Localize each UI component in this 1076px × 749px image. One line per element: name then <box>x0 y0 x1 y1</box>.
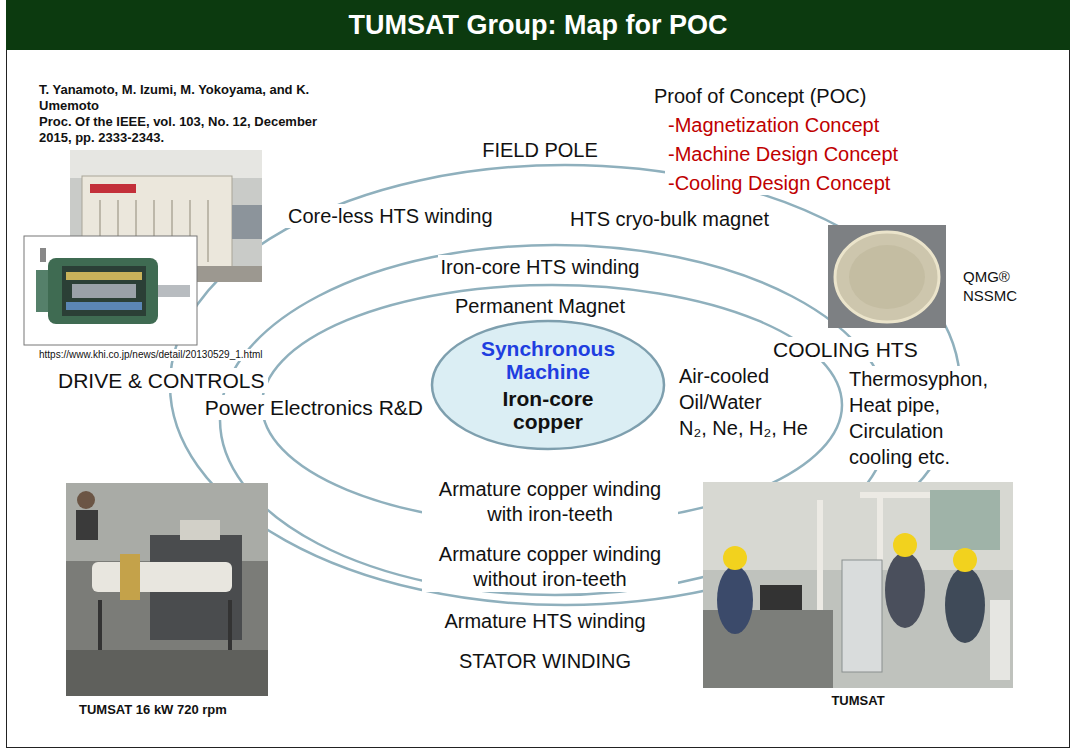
ring-heading: STATOR WINDING <box>456 649 634 673</box>
coupling <box>120 554 140 600</box>
helmet <box>723 546 747 570</box>
photo-floor <box>66 650 268 696</box>
ring-heading: DRIVE & CONTROLS <box>55 368 268 393</box>
reference-authors: T. Yanamoto, M. Izumi, M. Yokoyama, and … <box>36 82 334 114</box>
cooling-label: Thermosyphon, Heat pipe, Circulation coo… <box>846 366 1002 470</box>
cabinet <box>990 600 1010 680</box>
node-heading: Synchronous Machine <box>478 337 618 383</box>
cooling-label: N₂, Ne, H₂, He <box>676 416 811 440</box>
ring-label: Armature copper winding with iron-teeth <box>422 477 678 527</box>
table-legs <box>100 600 230 650</box>
person-body <box>76 510 98 540</box>
ellipse-shape <box>432 321 664 449</box>
shaft-cylinder <box>92 562 232 592</box>
ring-heading: FIELD POLE <box>479 138 601 162</box>
photo-wall <box>70 150 262 178</box>
title-bar: TUMSAT Group: Map for POC <box>6 0 1070 50</box>
motor-cutaway <box>24 236 197 345</box>
poc-item: -Magnetization Concept <box>665 113 882 137</box>
bulk-magnet-photo <box>828 225 946 328</box>
reference-source: Proc. Of the IEEE, vol. 103, No. 12, Dec… <box>36 114 334 146</box>
motor-body <box>48 258 158 324</box>
person-head <box>77 491 95 509</box>
sensor-box <box>180 520 220 540</box>
ring-label: HTS cryo-bulk magnet <box>567 207 772 231</box>
photo-caption: TUMSAT <box>828 693 887 709</box>
poc-item: -Machine Design Concept <box>665 142 901 166</box>
ring-heading: COOLING HTS <box>770 337 921 362</box>
cryostat <box>842 560 882 672</box>
end-cap <box>36 270 50 312</box>
photo-ground <box>66 483 268 696</box>
poc-heading: Proof of Concept (POC) <box>651 84 869 108</box>
motor-core <box>62 266 146 316</box>
cutaway-frame <box>24 236 197 345</box>
node-text-box: Synchronous MachineIron-core copper <box>478 337 618 433</box>
disc-face <box>849 245 925 309</box>
photo-ground <box>828 225 946 328</box>
laptop <box>760 585 802 610</box>
helmet <box>953 548 977 572</box>
control-panel <box>930 490 1000 550</box>
person <box>717 566 753 634</box>
handle <box>40 248 46 262</box>
ring-label: Permanent Magnet <box>452 294 628 318</box>
winding <box>66 272 142 280</box>
node-body: Iron-core copper <box>478 387 618 433</box>
bulk-disc <box>835 232 939 322</box>
winding <box>66 302 142 310</box>
machine-core-ellipse: Synchronous MachineIron-core copper <box>430 319 666 451</box>
lab-photo <box>703 482 1013 688</box>
ring-label: Iron-core HTS winding <box>438 255 643 279</box>
test-machine-photo <box>66 483 268 696</box>
maker-label: NSSMC <box>960 287 1020 305</box>
person <box>945 567 985 643</box>
shaft <box>158 285 190 297</box>
product-label: QMG® <box>960 268 1013 286</box>
slide-title: TUMSAT Group: Map for POC <box>349 10 728 41</box>
person <box>885 552 925 628</box>
photo-ground <box>703 482 1013 688</box>
ring-label: Core-less HTS winding <box>285 204 496 228</box>
ring-label: Armature HTS winding <box>441 609 648 633</box>
rotor <box>72 284 136 298</box>
logo-band <box>90 184 136 193</box>
helmet <box>893 533 917 557</box>
ring-label: Power Electronics R&D <box>202 395 426 420</box>
slide-frame <box>7 1 1070 748</box>
shaft-housing <box>232 205 262 239</box>
poc-item: -Cooling Design Concept <box>665 171 893 195</box>
cooling-label: Oil/Water <box>676 390 765 414</box>
photo-caption: TUMSAT 16 kW 720 rpm <box>76 702 230 718</box>
source-url: https://www.khi.co.jp/news/detail/201305… <box>36 349 265 361</box>
ring-label: Armature copper winding without iron-tee… <box>422 542 678 592</box>
cooling-label: Air-cooled <box>676 364 772 388</box>
